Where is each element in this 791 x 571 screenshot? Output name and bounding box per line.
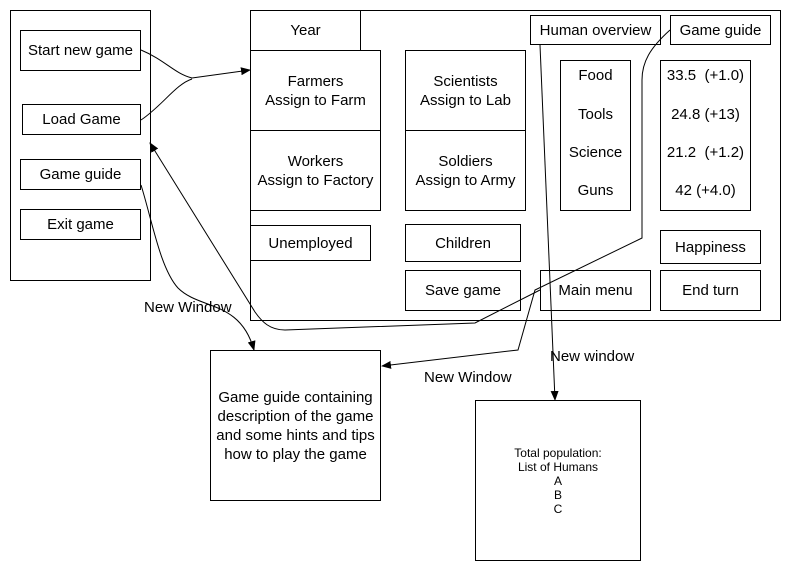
arrow-load-to-game (140, 78, 193, 121)
resource-value-guns: 42 (+4.0) (675, 182, 736, 199)
resource-names-panel (560, 60, 631, 211)
happiness-label: Happiness (660, 230, 761, 264)
resource-value-food: 33.5 (+1.0) (666, 67, 745, 84)
new-window-label-guide: New Window (144, 299, 232, 316)
load-game-button[interactable]: Load Game (22, 104, 141, 135)
unemployed-label: Unemployed (250, 225, 371, 261)
human-overview-button[interactable]: Human overview (530, 15, 661, 45)
arrow-main-menu-to-menu (149, 142, 541, 331)
game-guide-shortcut-button[interactable]: Game guide (670, 15, 771, 45)
game-guide-button[interactable]: Game guide (20, 159, 141, 190)
arrow-shortcut-to-window (381, 29, 671, 369)
resource-name-tools: Tools (577, 106, 614, 123)
new-window-label-shortcut: New Window (424, 369, 512, 386)
arrow-overview-to-population (539, 44, 559, 401)
workers-button[interactable]: Workers Assign to Factory (250, 130, 381, 211)
start-new-game-button[interactable]: Start new game (20, 30, 141, 71)
resource-values-panel (660, 60, 751, 211)
end-turn-button[interactable]: End turn (660, 270, 761, 311)
arrow-start-to-game (140, 49, 251, 79)
farmers-button[interactable]: Farmers Assign to Farm (250, 50, 381, 131)
resource-value-tools: 24.8 (+13) (671, 106, 740, 123)
soldiers-button[interactable]: Soldiers Assign to Army (405, 130, 526, 211)
scientists-button[interactable]: Scientists Assign to Lab (405, 50, 526, 131)
arrow-guide-to-window (140, 184, 256, 351)
exit-game-button[interactable]: Exit game (20, 209, 141, 240)
game-guide-window: Game guide containing description of the… (210, 350, 381, 501)
children-label: Children (405, 224, 521, 262)
resource-name-science: Science (568, 144, 623, 161)
resource-name-guns: Guns (577, 182, 614, 199)
resource-value-science: 21.2 (+1.2) (666, 144, 745, 161)
main-menu-button[interactable]: Main menu (540, 270, 651, 311)
save-game-button[interactable]: Save game (405, 270, 521, 311)
new-window-label-overview: New window (550, 348, 635, 365)
resource-name-food: Food (578, 67, 613, 84)
